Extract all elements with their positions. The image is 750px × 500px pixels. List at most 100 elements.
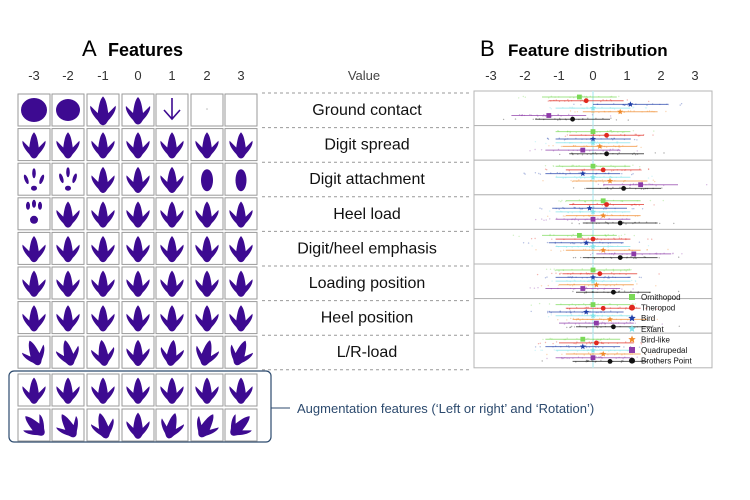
mean-marker-bird-like: [600, 247, 607, 253]
mean-marker-brothers-point: [617, 220, 623, 226]
mean-marker-quadrupedal: [590, 355, 596, 361]
feature-tile: [224, 128, 258, 162]
mean-marker-extant: [590, 312, 596, 319]
mean-marker-extant: [590, 174, 596, 180]
value-label-3: 0: [134, 68, 141, 83]
mean-marker-quadrupedal: [631, 251, 637, 257]
feature-tile: [17, 93, 51, 127]
feature-tile: [224, 93, 258, 127]
feature-tile: [190, 128, 224, 162]
mean-marker-theropod: [594, 340, 599, 346]
feature-tile: [86, 93, 120, 127]
feature-label: Digit spread: [324, 137, 409, 154]
feature-tile: [17, 335, 51, 370]
feature-tile: [190, 301, 224, 335]
mean-marker-quadrupedal: [580, 147, 586, 153]
augmentation-tile: [190, 408, 224, 443]
feature-tile: [155, 266, 189, 300]
mean-marker-brothers-point: [611, 324, 616, 330]
feature-tile: [121, 335, 155, 369]
feature-label: Digit attachment: [309, 171, 425, 188]
distribution-row: [473, 159, 713, 196]
feature-label: Ground contact: [312, 102, 422, 119]
legend-item: Bird-like: [628, 335, 670, 344]
augmentation-tile: [223, 408, 258, 443]
augmentation-tile: [121, 373, 155, 407]
augmentation-tile: [51, 373, 85, 407]
mean-marker-ornithopod: [590, 163, 596, 169]
legend-label: Ornithopod: [641, 293, 681, 302]
legend-item: Quadrupedal: [629, 346, 687, 355]
mean-marker-theropod: [600, 167, 606, 173]
feature-tile: [224, 266, 258, 300]
digit-icon: [72, 173, 77, 184]
legend-item: Ornithopod: [629, 293, 681, 302]
feature-label: Heel load: [333, 206, 401, 223]
feature-tile: [121, 162, 155, 196]
mean-marker-brothers-point: [607, 359, 613, 364]
mean-marker-extant: [590, 139, 596, 146]
distribution-row: [473, 332, 713, 369]
augmentation-tile: [155, 373, 189, 407]
feature-tile: [121, 231, 155, 265]
mean-marker-extant: [590, 347, 596, 353]
legend-item: Bird: [628, 314, 655, 323]
panel-b-title: Feature distribution: [508, 41, 668, 60]
digit-icon: [66, 167, 70, 178]
mean-marker-bird-like: [600, 350, 607, 357]
augmentation-tile: [17, 373, 51, 407]
feature-tile: [17, 301, 51, 335]
mean-marker-brothers-point: [611, 289, 616, 295]
mean-marker-ornithopod: [577, 233, 582, 238]
feature-tile: [224, 197, 258, 231]
mean-marker-ornithopod: [580, 336, 586, 342]
feature-tile: [86, 162, 120, 196]
mean-marker-quadrupedal: [590, 216, 596, 222]
feature-tile: [86, 335, 120, 369]
mean-marker-ornithopod: [590, 129, 596, 134]
mean-marker-bird: [583, 308, 590, 315]
mean-marker-brothers-point: [621, 186, 626, 191]
feature-tile: [51, 335, 85, 369]
distribution-row: [473, 263, 713, 300]
feature-tile: [190, 197, 224, 231]
legend-label: Bird: [641, 314, 655, 323]
augmentation-tile: [86, 373, 120, 407]
legend-label: Brothers Point: [641, 357, 692, 366]
mean-marker-brothers-point: [570, 116, 575, 122]
legend-label: Quadrupedal: [641, 346, 687, 355]
digit-icon: [32, 168, 36, 179]
value-label-1: -2: [62, 68, 74, 83]
mean-marker-quadrupedal: [546, 113, 552, 118]
augmentation-tile: [121, 408, 155, 442]
feature-tile: [190, 266, 224, 300]
merged-digit-icon: [201, 169, 213, 192]
augmentation-tile: [224, 373, 258, 407]
panel-a-header: A Features: [82, 36, 183, 61]
feature-label: Loading position: [309, 275, 426, 292]
digit-icon: [59, 173, 64, 184]
value-label-5: 2: [203, 68, 210, 83]
mean-marker-theropod: [583, 98, 589, 104]
panel-b-header: B Feature distribution: [480, 36, 668, 61]
feature-tile: [86, 301, 120, 335]
x-tick-label: 0: [589, 68, 596, 83]
feature-tile: [224, 335, 258, 370]
legend-marker: [629, 304, 635, 311]
panel-b-letter: B: [480, 36, 495, 61]
feature-tile: [86, 231, 120, 265]
legend-marker: [628, 324, 636, 332]
mean-marker-ornithopod: [590, 302, 596, 307]
feature-tile: [190, 231, 224, 265]
panel-a-title: Features: [108, 40, 183, 60]
distribution-row: [473, 125, 713, 161]
mean-marker-bird: [579, 170, 586, 177]
value-label-2: -1: [97, 68, 109, 83]
mean-marker-bird: [583, 239, 590, 246]
pad-icon: [21, 98, 47, 122]
augmentation-tile: [51, 408, 85, 443]
feature-tile: [17, 197, 51, 231]
